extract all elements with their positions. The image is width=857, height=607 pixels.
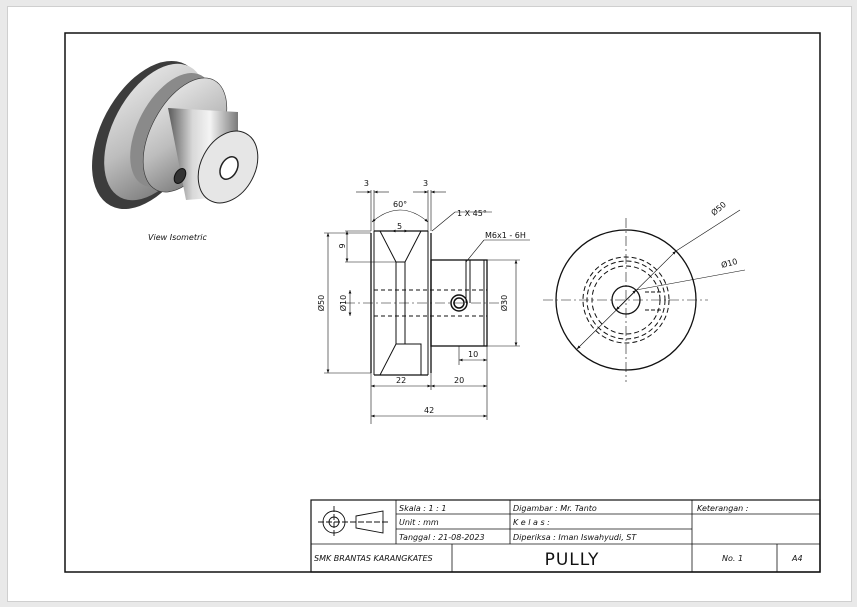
front-dimensions <box>324 190 530 424</box>
date-field: Tanggal : 21-08-2023 <box>399 533 485 542</box>
isometric-caption: View Isometric <box>148 233 207 242</box>
class-field: K e l a s : <box>513 518 550 527</box>
front-view <box>345 230 505 376</box>
side-view <box>543 218 708 382</box>
side-dim-dia10: Ø10 <box>720 256 739 270</box>
dim-thread: M6x1 - 6H <box>485 231 526 240</box>
dim-22: 22 <box>396 376 406 385</box>
drawing-title: PULLY <box>545 550 600 570</box>
side-dimensions <box>576 209 746 350</box>
paper-size: A4 <box>791 554 803 563</box>
dim-3-left: 3 <box>364 179 369 188</box>
notes-field: Keterangan : <box>697 504 749 513</box>
dim-angle: 60° <box>393 200 407 209</box>
dim-3-right: 3 <box>423 179 428 188</box>
dim-10: 10 <box>468 350 478 359</box>
dim-dia30: Ø30 <box>499 295 509 311</box>
dim-dia10: Ø10 <box>338 295 348 311</box>
isometric-view <box>92 60 259 210</box>
unit-field: Unit : mm <box>399 518 439 527</box>
dim-5: 5 <box>397 222 402 231</box>
drawn-by-field: Digambar : Mr. Tanto <box>513 504 597 513</box>
projection-symbol-icon <box>318 506 390 538</box>
dim-20: 20 <box>454 376 464 385</box>
side-dim-dia50: Ø50 <box>709 199 728 217</box>
school-name: SMK BRANTAS KARANGKATES <box>314 554 433 563</box>
title-block <box>310 499 821 573</box>
dim-dia50: Ø50 <box>316 295 326 311</box>
dim-42: 42 <box>424 406 434 415</box>
drawing-number: No. 1 <box>722 554 743 563</box>
dim-chamfer: 1 X 45° <box>457 209 487 218</box>
scale-field: Skala : 1 : 1 <box>399 504 446 513</box>
dim-9: 9 <box>338 243 347 248</box>
checked-by-field: Diperiksa : Iman Iswahyudi, ST <box>513 533 637 542</box>
